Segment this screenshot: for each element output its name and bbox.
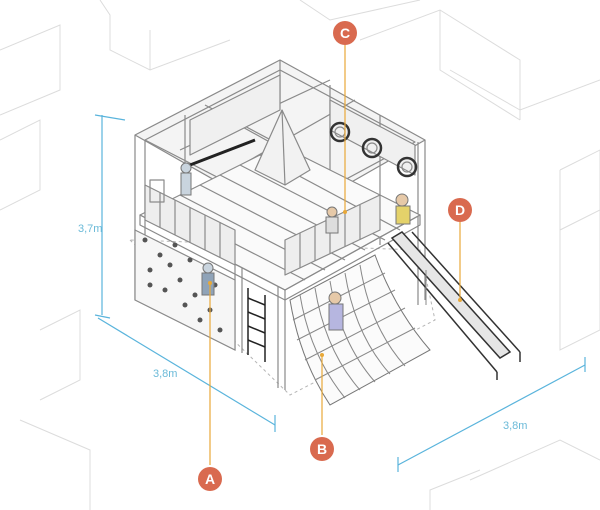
play-tower — [134, 59, 426, 390]
slide — [387, 231, 521, 380]
marker-b: B — [310, 437, 334, 461]
marker-a-label: A — [205, 471, 215, 487]
children-figures — [180, 162, 411, 331]
leader-lines — [209, 45, 461, 465]
marker-b-label: B — [317, 441, 327, 457]
marker-d: D — [448, 198, 472, 222]
marker-a: A — [198, 467, 222, 491]
cargo-net — [289, 254, 431, 406]
marker-c-label: C — [340, 25, 350, 41]
right-width-dimension-label: 3,8m — [503, 420, 527, 432]
left-width-dimension-label: 3,8m — [153, 368, 177, 380]
marker-c: C — [333, 21, 357, 45]
dimension-lines — [94, 114, 586, 472]
marker-d-label: D — [455, 202, 465, 218]
rope-ladder — [247, 288, 266, 362]
height-dimension-label: 3,7m — [78, 223, 102, 235]
